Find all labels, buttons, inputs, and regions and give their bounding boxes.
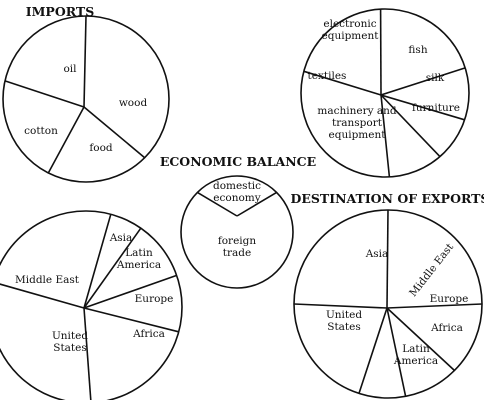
slice-label-furniture: furniture: [412, 102, 460, 114]
slice-boundary-silk: [380, 94, 465, 121]
slice-boundary-latin-america: [358, 307, 388, 394]
slice-boundary-africa: [386, 307, 407, 397]
slice-boundary-europe: [83, 274, 177, 309]
slice-label-middle-east: Middle East: [15, 274, 80, 286]
slice-boundary-united-states: [293, 303, 388, 309]
slice-label-fish: fish: [408, 44, 427, 56]
slice-boundary-fish: [380, 67, 466, 96]
pie-imports: oil wood food cotton: [2, 15, 170, 183]
slice-boundary-oil: [83, 15, 87, 108]
slice-boundary-africa: [83, 307, 179, 333]
slice-label-cotton: cotton: [24, 125, 58, 137]
slice-boundary-wood: [83, 106, 146, 159]
slice-boundary-cotton: [4, 80, 85, 108]
slice-boundary-furniture: [380, 94, 441, 158]
slice-label-food: food: [89, 142, 113, 154]
slice-boundary-latin-america: [83, 227, 142, 309]
slice-label-asia: Asia: [365, 248, 389, 260]
slice-boundary-domestic-economy: [196, 191, 238, 217]
slice-label-asia: Asia: [109, 232, 133, 244]
slice-boundary-foreign-trade: [236, 191, 278, 217]
slice-label-oil: oil: [63, 63, 77, 75]
slice-boundary-asia: [83, 214, 112, 309]
slice-label-wood: wood: [119, 97, 148, 109]
slice-label-africa: Africa: [132, 328, 165, 340]
imports-title: IMPORTS: [26, 4, 94, 19]
slice-boundary-food: [47, 106, 85, 174]
slice-label-europe: Europe: [430, 293, 469, 305]
slice-label-africa: Africa: [430, 322, 463, 334]
slice-boundary-middle-east: [0, 283, 85, 309]
pie-outline-economic-balance: [180, 175, 294, 289]
slice-label-europe: Europe: [135, 293, 174, 305]
destination-of-exports-title: DESTINATION OF EXPORTS: [291, 191, 484, 206]
slice-label-textiles: textiles: [308, 70, 347, 82]
slice-boundary-machinery-and-transport-equipment: [380, 94, 391, 177]
slice-boundary-asia: [386, 209, 389, 309]
slice-boundary-united-states: [83, 307, 92, 400]
economic-balance-title: ECONOMIC BALANCE: [160, 154, 316, 169]
slice-boundary-textiles: [303, 70, 382, 96]
slice-label-silk: silk: [426, 72, 445, 84]
slice-boundary-middle-east: [386, 303, 483, 309]
slice-boundary-europe: [386, 307, 456, 372]
